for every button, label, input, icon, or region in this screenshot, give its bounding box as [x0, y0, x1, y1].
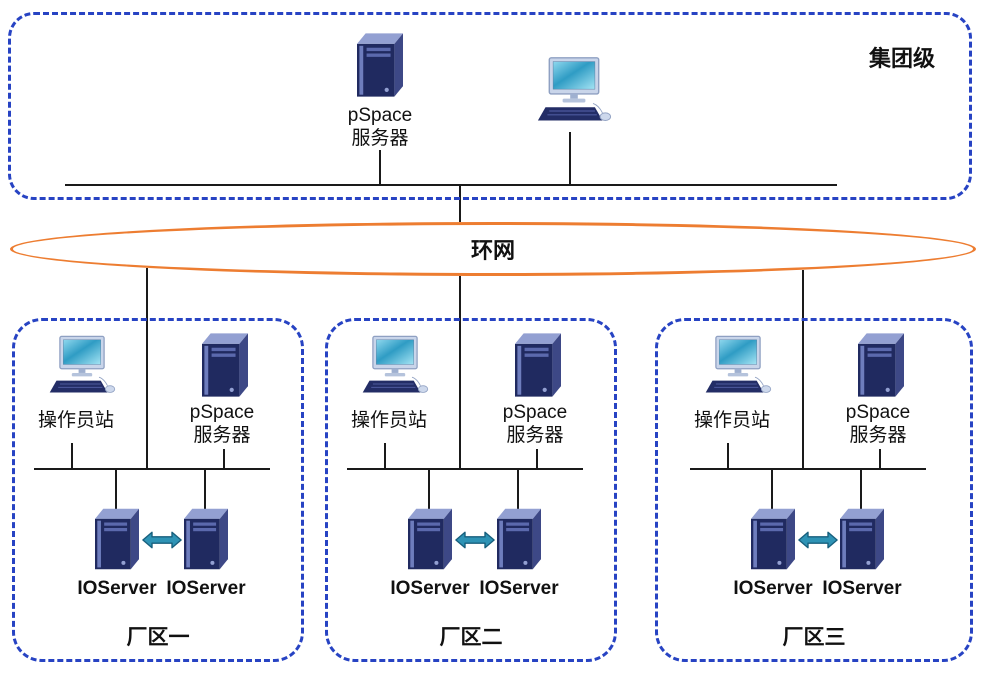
group-workstation-icon — [536, 56, 612, 128]
ring-drop-line-2 — [459, 276, 461, 468]
ring-drop-line-1 — [146, 268, 148, 468]
plant-bus-line — [347, 468, 583, 470]
ioserver1-connector-line — [771, 470, 773, 510]
plant-bus-line — [690, 468, 926, 470]
plant-zone-1: 操作员站 pSpace 服务器 IOServer IOServer 厂区一 — [12, 318, 304, 662]
ring-drop-line-3 — [802, 270, 804, 468]
operator-connector-line — [727, 443, 729, 468]
ioserver2-label: IOServer — [479, 578, 559, 599]
ioserver2-label: IOServer — [166, 578, 246, 599]
plant-zone-3-content: 操作员站 pSpace 服务器 IOServer IOServer 厂区三 — [668, 321, 960, 659]
plant-zone-2-content: 操作员站 pSpace 服务器 IOServer IOServer 厂区二 — [325, 321, 617, 659]
pspace-server-icon — [515, 333, 561, 397]
plant-bus-line — [34, 468, 270, 470]
operator-connector-line — [71, 443, 73, 468]
pspace-server-icon — [202, 333, 248, 397]
server-connector-line — [536, 449, 538, 468]
group-pspace-server-label: pSpace 服务器 — [330, 104, 430, 150]
ioserver2-connector-line — [860, 470, 862, 510]
ioserver1-label: IOServer — [733, 578, 813, 599]
ioserver2-connector-line — [517, 470, 519, 510]
pspace-server-label-line2: 服务器 — [506, 425, 564, 446]
group-zone: 集团级 — [8, 12, 972, 200]
pspace-server-label-line1: pSpace — [189, 402, 255, 423]
operator-workstation-icon — [48, 335, 116, 399]
ioserver2-icon — [497, 508, 541, 570]
ioserver1-label: IOServer — [390, 578, 470, 599]
sync-double-arrow-icon — [455, 529, 495, 551]
ioserver1-icon — [408, 508, 452, 570]
pspace-server-label-line2: 服务器 — [193, 425, 251, 446]
group-pspace-server-label-line2: 服务器 — [351, 128, 409, 149]
plant-zone-2: 操作员站 pSpace 服务器 IOServer IOServer 厂区二 — [325, 318, 617, 662]
operator-workstation-icon — [704, 335, 772, 399]
group-zone-label: 集团级 — [868, 46, 935, 71]
ioserver2-icon — [184, 508, 228, 570]
plant-name: 厂区一 — [126, 626, 190, 649]
ioserver1-label: IOServer — [77, 578, 157, 599]
bus-to-ring-line — [459, 186, 461, 222]
group-workstation-connector-line — [569, 132, 571, 184]
pspace-server-label: pSpace 服务器 — [170, 401, 274, 447]
ioserver1-connector-line — [428, 470, 430, 510]
ioserver1-icon — [95, 508, 139, 570]
ioserver2-label: IOServer — [822, 578, 902, 599]
sync-double-arrow-icon — [142, 529, 182, 551]
operator-station-label: 操作员站 — [37, 410, 114, 431]
group-pspace-server-icon — [357, 33, 403, 97]
server-connector-line — [879, 449, 881, 468]
sync-double-arrow-icon — [798, 529, 838, 551]
operator-workstation-icon — [361, 335, 429, 399]
operator-connector-line — [384, 443, 386, 468]
operator-station-label: 操作员站 — [350, 410, 427, 431]
pspace-server-label-line2: 服务器 — [849, 425, 907, 446]
plant-name: 厂区二 — [439, 626, 503, 649]
pspace-server-label: pSpace 服务器 — [826, 401, 930, 447]
ioserver1-connector-line — [115, 470, 117, 510]
ring-network: 环网 — [10, 222, 976, 276]
group-pspace-server-label-line1: pSpace — [347, 105, 413, 126]
pspace-server-label-line1: pSpace — [502, 402, 568, 423]
ring-network-label: 环网 — [470, 238, 515, 263]
ioserver2-connector-line — [204, 470, 206, 510]
pspace-server-icon — [858, 333, 904, 397]
group-server-connector-line — [379, 150, 381, 184]
server-connector-line — [223, 449, 225, 468]
plant-name: 厂区三 — [782, 626, 846, 649]
ioserver2-icon — [840, 508, 884, 570]
pspace-server-label-line1: pSpace — [845, 402, 911, 423]
ioserver1-icon — [751, 508, 795, 570]
operator-station-label: 操作员站 — [693, 410, 770, 431]
group-bus-line — [65, 184, 837, 186]
pspace-server-label: pSpace 服务器 — [483, 401, 587, 447]
plant-zone-1-content: 操作员站 pSpace 服务器 IOServer IOServer 厂区一 — [12, 321, 304, 659]
plant-zone-3: 操作员站 pSpace 服务器 IOServer IOServer 厂区三 — [655, 318, 973, 662]
